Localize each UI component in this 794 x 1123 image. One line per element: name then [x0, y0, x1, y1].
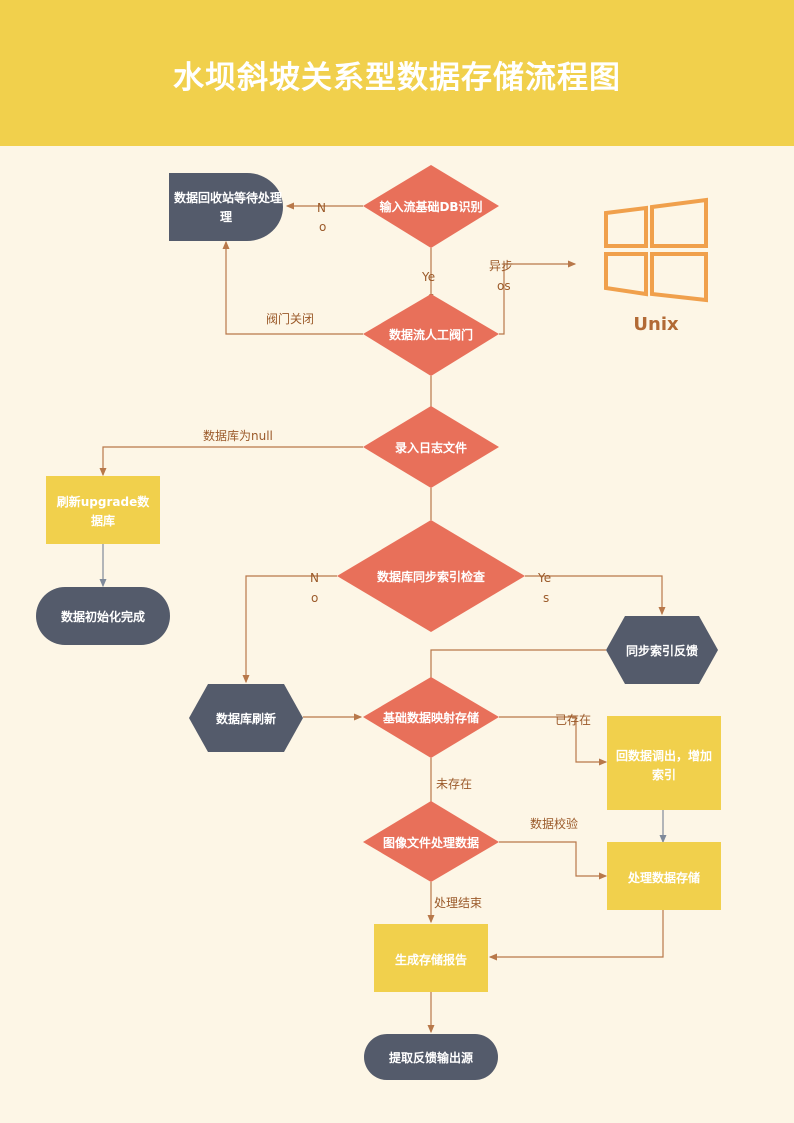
node-refresh-upgrade-label-1: 刷新upgrade数 — [57, 494, 150, 509]
edge-feedback-to-base — [430, 649, 606, 678]
node-db-refresh-label: 数据库刷新 — [216, 711, 276, 726]
label-no-1b: o — [319, 220, 326, 234]
unix-label: Unix — [633, 314, 679, 335]
edge-valve-to-unix — [499, 260, 577, 335]
node-init-done: 数据初始化完成 — [36, 587, 170, 645]
node-report: 生成存储报告 — [374, 924, 488, 992]
label-no-1: N — [317, 201, 326, 215]
node-base-map: 基础数据映射存储 — [363, 677, 499, 758]
header-banner — [0, 0, 794, 146]
node-image-process: 图像文件处理数据 — [363, 801, 499, 882]
edge-valve-to-recycle — [222, 240, 363, 335]
label-yes-2b: s — [543, 591, 549, 605]
node-db-refresh: 数据库刷新 — [189, 684, 303, 752]
node-manual-valve-label: 数据流人工阀门 — [389, 327, 473, 342]
edge-labels: N o Ye s 异步 os 阀门关闭 数据库为null N o Ye s 已存… — [203, 201, 591, 910]
label-no-2b: o — [311, 591, 318, 605]
node-process-store-label: 处理数据存储 — [627, 870, 700, 885]
node-extract-source: 提取反馈输出源 — [364, 1034, 498, 1080]
node-recycle-wait-label-2: 理 — [220, 210, 232, 224]
label-no-2: N — [310, 571, 319, 585]
label-yes-2: Ye — [537, 571, 551, 585]
label-yes-1: Ye — [421, 270, 435, 284]
node-log-entry: 录入日志文件 — [363, 406, 499, 488]
node-sync-feedback: 同步索引反馈 — [606, 616, 718, 684]
label-not-exists: 未存在 — [436, 777, 472, 791]
edges — [99, 202, 667, 1034]
node-refresh-upgrade-label-2: 据库 — [91, 513, 115, 528]
node-recall-index-label-2: 索引 — [652, 767, 676, 782]
node-report-label: 生成存储报告 — [395, 952, 467, 967]
label-valve-closed: 阀门关闭 — [266, 311, 314, 326]
node-input-identify-label: 输入流基础DB识别 — [379, 199, 482, 214]
label-async: 异步 — [489, 259, 513, 273]
node-recall-index-label-1: 回数据调出，增加 — [616, 748, 712, 763]
page-title: 水坝斜坡关系型数据存储流程图 — [173, 60, 621, 96]
node-refresh-upgrade: 刷新upgrade数 据库 — [46, 476, 160, 544]
node-recycle-wait: 数据回收站等待处理 理 — [169, 173, 283, 241]
edge-log-to-refresh — [99, 446, 363, 477]
node-image-process-label: 图像文件处理数据 — [383, 835, 479, 850]
node-manual-valve: 数据流人工阀门 — [363, 294, 499, 376]
label-exists: 已存在 — [555, 713, 591, 727]
node-log-entry-label: 录入日志文件 — [395, 440, 467, 455]
edge-sync-to-dbrefresh — [242, 575, 337, 684]
node-process-store: 处理数据存储 — [607, 842, 721, 910]
edge-sync-to-feedback — [525, 575, 666, 616]
node-sync-check: 数据库同步索引检查 — [337, 520, 525, 632]
windows-icon — [604, 197, 708, 303]
edge-base-to-recall — [499, 716, 608, 766]
node-extract-source-label: 提取反馈输出源 — [389, 1050, 473, 1065]
label-data-verify: 数据校验 — [530, 816, 578, 831]
node-init-done-label: 数据初始化完成 — [61, 609, 145, 624]
label-process-done: 处理结束 — [434, 896, 482, 910]
node-recycle-wait-label-1: 数据回收站等待处理 — [174, 190, 282, 205]
node-input-identify: 输入流基础DB识别 — [363, 165, 499, 248]
node-recall-index: 回数据调出，增加 索引 — [607, 716, 721, 810]
node-sync-check-label: 数据库同步索引检查 — [377, 569, 486, 584]
edge-store-to-report — [488, 910, 664, 961]
node-base-map-label: 基础数据映射存储 — [382, 710, 479, 725]
edge-image-to-store — [499, 841, 608, 880]
label-async-b: os — [497, 279, 511, 293]
node-sync-feedback-label: 同步索引反馈 — [626, 643, 698, 658]
label-db-null: 数据库为null — [203, 428, 273, 443]
